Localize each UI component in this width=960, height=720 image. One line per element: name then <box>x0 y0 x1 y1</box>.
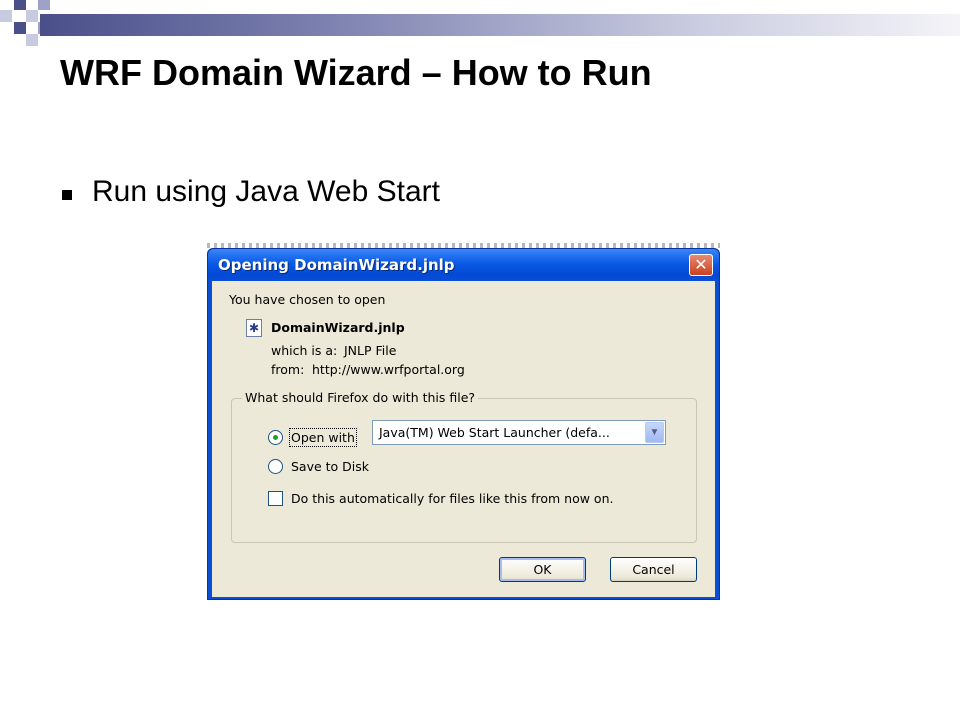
auto-checkbox[interactable] <box>268 491 283 506</box>
save-to-disk-label[interactable]: Save to Disk <box>291 459 370 474</box>
cancel-button[interactable]: Cancel <box>610 557 697 582</box>
deco-square <box>0 10 12 22</box>
background-strip <box>207 243 720 248</box>
bullet-marker <box>62 190 72 200</box>
dialog-title: Opening DomainWizard.jnlp <box>218 256 455 274</box>
close-icon[interactable]: ✕ <box>689 254 713 276</box>
auto-checkbox-label[interactable]: Do this automatically for files like thi… <box>291 491 614 506</box>
file-type-label: which is a: <box>271 343 338 358</box>
file-icon: ✱ <box>246 319 262 337</box>
bullet-text: Run using Java Web Start <box>92 175 440 208</box>
source-label: from: <box>271 362 305 377</box>
file-name: DomainWizard.jnlp <box>271 320 405 335</box>
dialog-title-bar[interactable]: Opening DomainWizard.jnlp ✕ <box>208 249 719 281</box>
slide-title: WRF Domain Wizard – How to Run <box>60 52 652 93</box>
application-select[interactable]: Java(TM) Web Start Launcher (defa... ▼ <box>372 420 666 445</box>
application-select-value: Java(TM) Web Start Launcher (defa... <box>379 425 610 440</box>
chevron-down-icon[interactable]: ▼ <box>645 422 664 443</box>
open-with-radio[interactable] <box>268 430 283 445</box>
deco-square <box>14 22 26 34</box>
dialog-body: You have chosen to open ✱ DomainWizard.j… <box>212 281 715 597</box>
ok-button[interactable]: OK <box>499 557 586 582</box>
deco-square <box>38 0 50 10</box>
source-url: http://www.wrfportal.org <box>312 362 465 377</box>
action-group-label: What should Firefox do with this file? <box>242 390 479 405</box>
file-type-value: JNLP File <box>344 343 397 358</box>
deco-square <box>26 34 38 46</box>
file-open-dialog: Opening DomainWizard.jnlp ✕ You have cho… <box>207 248 720 600</box>
intro-text: You have chosen to open <box>229 292 386 307</box>
open-with-label[interactable]: Open with <box>289 428 357 447</box>
save-to-disk-radio[interactable] <box>268 459 283 474</box>
deco-square <box>14 0 26 10</box>
header-gradient-bar <box>40 14 960 36</box>
deco-square <box>26 10 38 22</box>
